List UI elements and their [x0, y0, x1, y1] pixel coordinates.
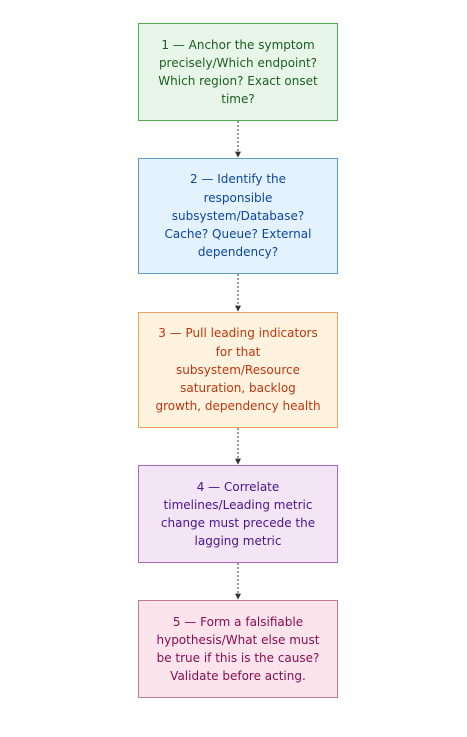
step-2-label: 2 — Identify the responsible subsystem/D… — [164, 172, 312, 260]
step-1-anchor-symptom: 1 — Anchor the symptom precisely/Which e… — [138, 23, 338, 121]
step-5-label: 5 — Form a falsifiable hypothesis/What e… — [156, 614, 320, 684]
step-3-label: 3 — Pull leading indicators for that sub… — [155, 326, 321, 414]
step-4-correlate-timelines: 4 — Correlate timelines/Leading metric c… — [138, 465, 338, 563]
step-3-leading-indicators: 3 — Pull leading indicators for that sub… — [138, 312, 338, 428]
step-1-label: 1 — Anchor the symptom precisely/Which e… — [158, 37, 318, 107]
step-2-identify-subsystem: 2 — Identify the responsible subsystem/D… — [138, 158, 338, 274]
step-4-label: 4 — Correlate timelines/Leading metric c… — [160, 479, 316, 549]
step-5-falsifiable-hypothesis: 5 — Form a falsifiable hypothesis/What e… — [138, 600, 338, 698]
